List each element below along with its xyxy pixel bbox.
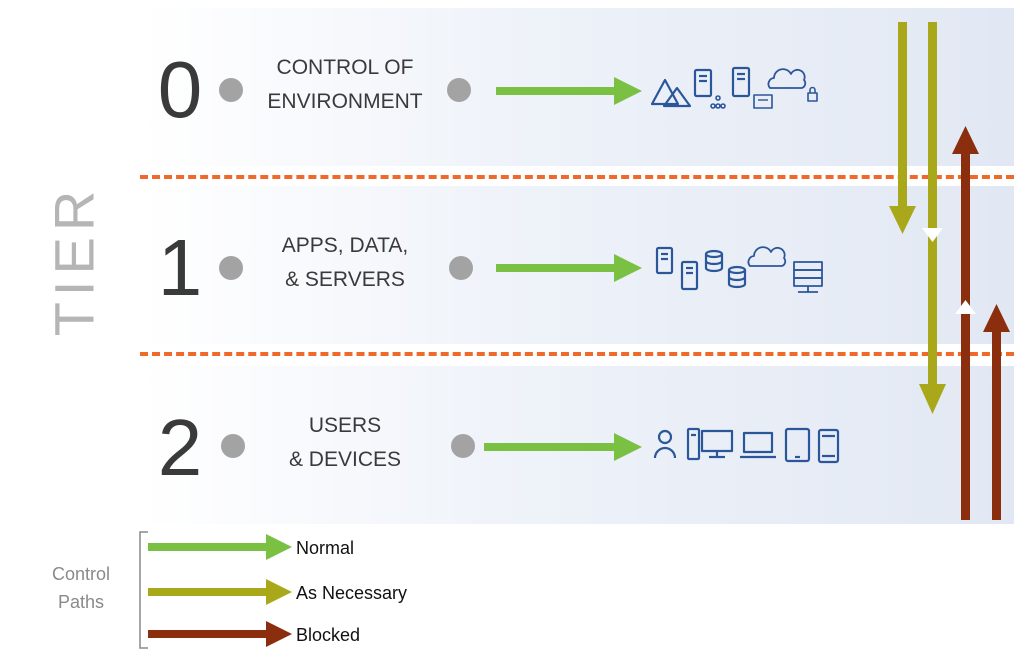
- bullet-dot: [219, 78, 243, 102]
- laptop-icon: [740, 431, 776, 459]
- database-icon: [704, 249, 724, 273]
- bullet-dot: [451, 434, 475, 458]
- server-cert-icon: [731, 66, 773, 109]
- tier-divider: [140, 352, 1014, 356]
- database-icon: [727, 265, 747, 289]
- normal-path-arrow: [496, 77, 642, 105]
- legend-blocked-arrow: [148, 621, 292, 647]
- user-icon: [653, 429, 677, 459]
- azure-ad-icon: [650, 78, 692, 108]
- as-necessary-path-arrow: [889, 22, 916, 234]
- arrow-notch: [922, 228, 943, 242]
- tier-0-description: CONTROL OF ENVIRONMENT: [267, 56, 423, 113]
- bullet-dot: [219, 256, 243, 280]
- legend-normal-arrow: [148, 534, 292, 560]
- cloud-icon: [747, 246, 787, 267]
- legend-blocked-label: Blocked: [296, 625, 361, 645]
- server-icon: [680, 260, 699, 291]
- tier-0-number: 0: [157, 45, 203, 134]
- normal-path-arrow: [484, 433, 642, 461]
- server-rack-icon: [793, 261, 823, 293]
- blocked-path-arrow: [983, 304, 1010, 520]
- legend-as-necessary-arrow: [148, 579, 292, 605]
- tier-1-description: APPS, DATA, & SERVERS: [281, 234, 409, 291]
- bullet-dot: [221, 434, 245, 458]
- legend-title: Control Paths: [51, 564, 111, 612]
- server-org-icon: [693, 68, 726, 109]
- tablet-icon: [784, 427, 811, 463]
- server-icon: [655, 246, 674, 275]
- tier-divider: [140, 175, 1014, 179]
- cloud-lock-icon: [767, 68, 818, 102]
- desktop-icon: [686, 427, 734, 461]
- arrow-notch: [955, 300, 976, 314]
- tier-1-number: 1: [157, 223, 203, 312]
- legend-bracket: [139, 531, 148, 649]
- tier-2-number: 2: [157, 403, 203, 492]
- legend-normal-label: Normal: [296, 538, 355, 558]
- bullet-dot: [449, 256, 473, 280]
- blocked-path-arrow: [952, 126, 979, 520]
- tier-2-description: USERS & DEVICES: [288, 414, 402, 471]
- phone-icon: [817, 428, 840, 464]
- bullet-dot: [447, 78, 471, 102]
- legend-as-necessary-label: As Necessary: [296, 583, 408, 603]
- as-necessary-path-arrow: [919, 22, 946, 414]
- normal-path-arrow: [496, 254, 642, 282]
